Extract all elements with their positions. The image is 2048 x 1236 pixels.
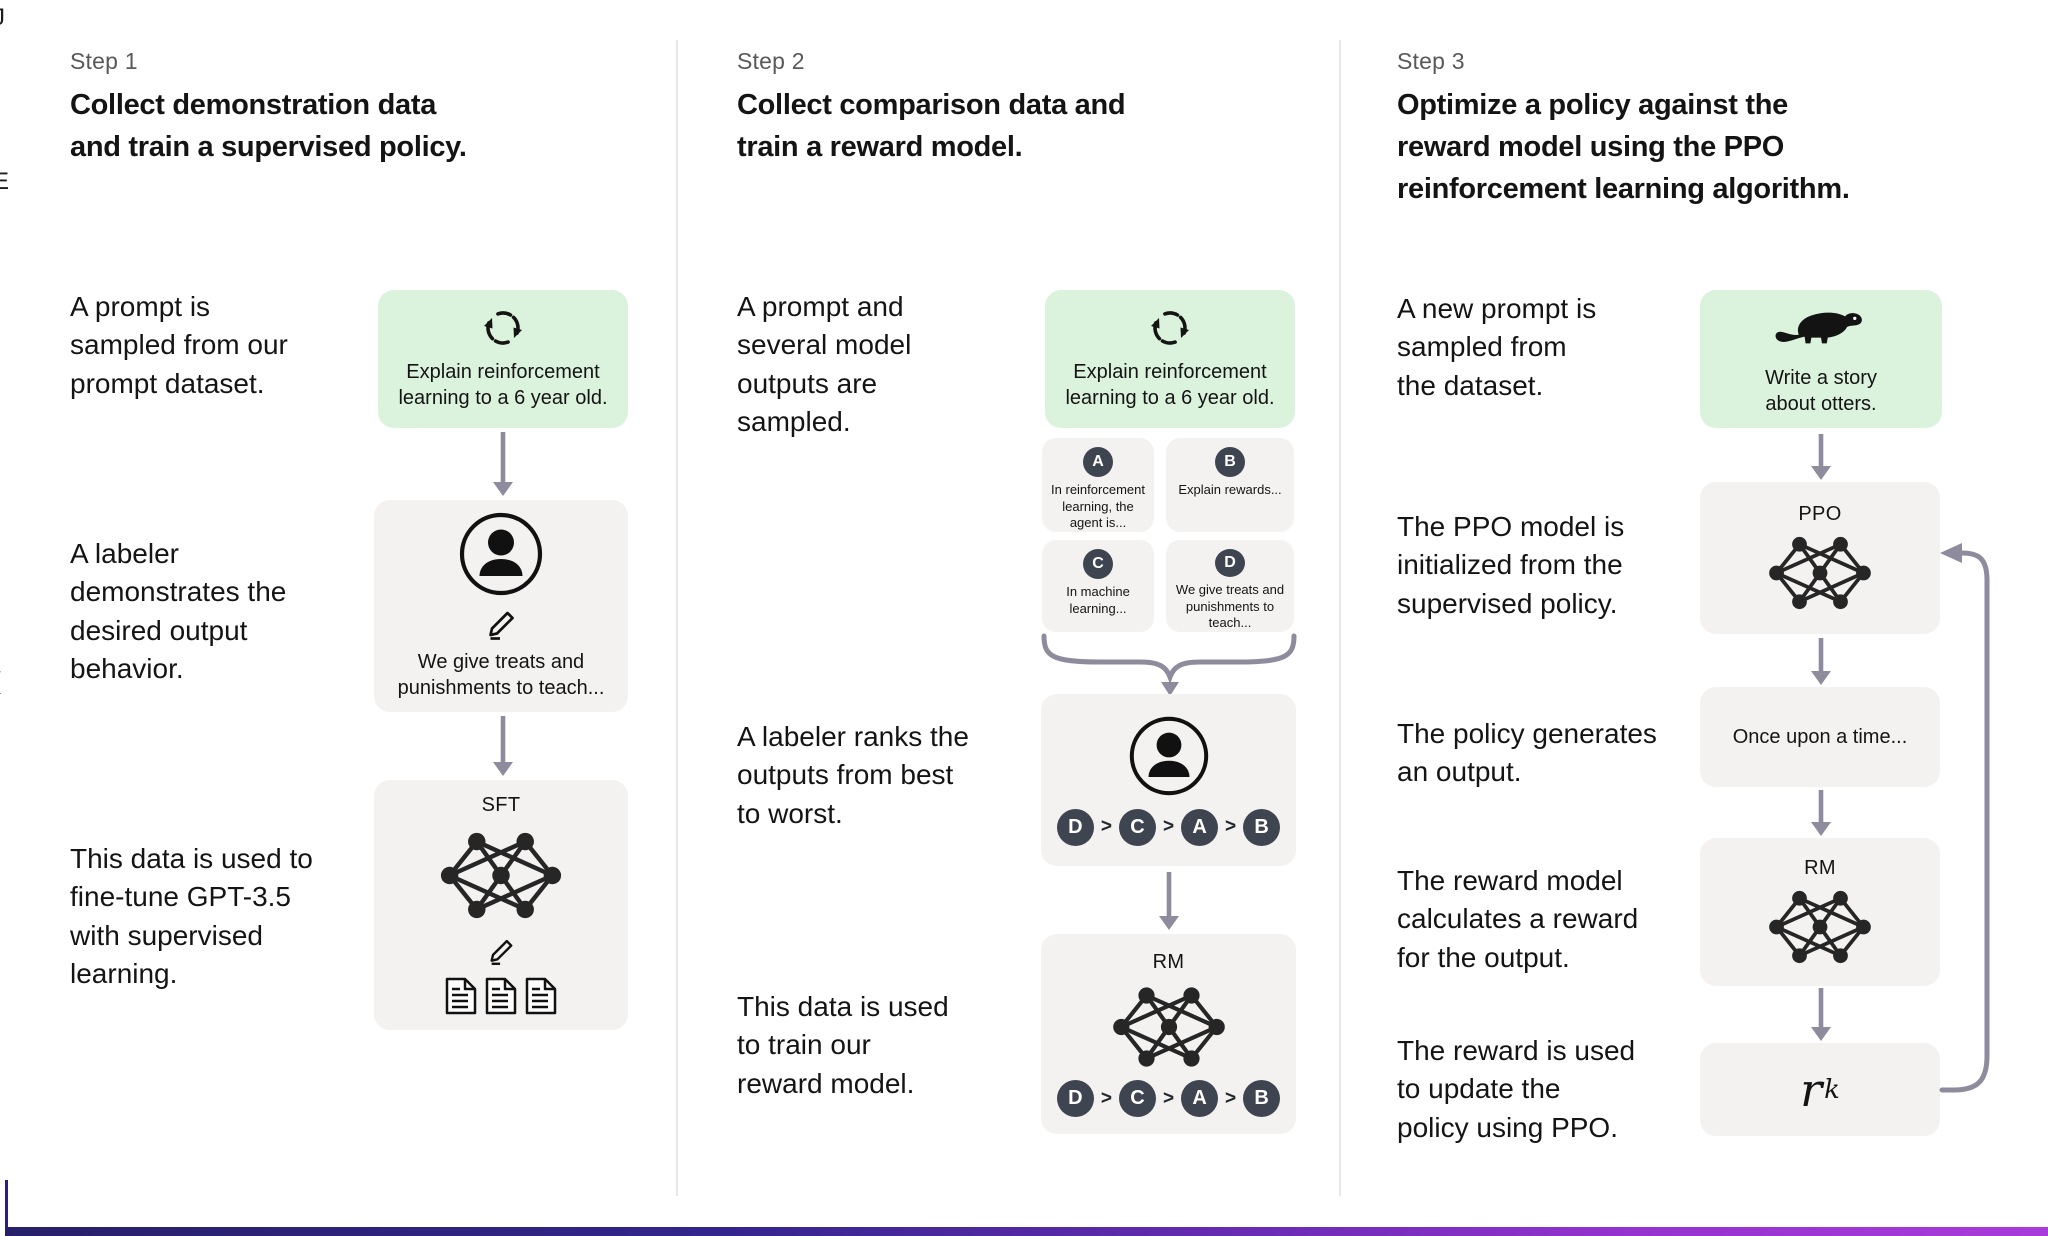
column-divider	[676, 40, 678, 1196]
document-icon	[445, 977, 477, 1015]
rank-badge: D	[1056, 808, 1094, 846]
step3-caption-update: The reward is used to update the policy …	[1397, 1035, 1636, 1143]
step1-label: Step 1	[70, 48, 138, 74]
rank-separator: >	[1100, 1087, 1112, 1109]
reward-symbol: r	[1800, 1062, 1823, 1117]
rank-separator: >	[1100, 816, 1112, 837]
step1-prompt-text: Explain reinforcement learning to a 6 ye…	[398, 360, 608, 409]
neural-network-icon	[1767, 888, 1873, 965]
answer-badge-b: B	[1215, 447, 1245, 477]
document-icon	[485, 977, 517, 1015]
step1-caption-prompt: A prompt is sampled from our prompt data…	[70, 291, 288, 399]
step3-caption-init: The PPO model is initialized from the su…	[1397, 511, 1625, 619]
step1-prompt-box: Explain reinforcement learning to a 6 ye…	[378, 290, 628, 428]
neural-network-icon	[1767, 534, 1873, 611]
step2-caption-train: This data is used to train our reward mo…	[737, 991, 949, 1099]
answer-text-b: Explain rewards...	[1178, 482, 1282, 497]
column-divider	[1339, 40, 1341, 1196]
step2-prompt-text: Explain reinforcement learning to a 6 ye…	[1065, 360, 1275, 409]
step2-title: Collect comparison data and train a rewa…	[737, 89, 1126, 164]
answer-text-c: In machine learning...	[1066, 584, 1130, 616]
answer-box-a: A In reinforcement learning, the agent i…	[1042, 438, 1154, 532]
step1-caption-labeler: A labeler demonstrates the desired outpu…	[70, 538, 287, 685]
rank-badge: B	[1243, 1080, 1281, 1117]
neural-network-icon	[438, 827, 564, 924]
step3-prompt-text: Write a story about otters.	[1765, 366, 1877, 415]
down-arrow-icon	[1811, 790, 1831, 836]
step3-output-box: Once upon a time...	[1700, 687, 1940, 787]
answer-badge-c: C	[1083, 549, 1113, 579]
step3-caption-reward: The reward model calculates a reward for…	[1397, 865, 1639, 973]
clipped-edge-fragment: E	[0, 168, 10, 195]
rm-label: RM	[1804, 856, 1836, 879]
step3-output-text: Once upon a time...	[1732, 725, 1908, 748]
answer-box-b: B Explain rewards...	[1166, 438, 1294, 532]
cycle-icon	[482, 310, 524, 345]
step3-rm-box: RM	[1700, 838, 1940, 986]
step1-demonstration-text: We give treats and punishments to teach.…	[397, 650, 605, 699]
step3-label: Step 3	[1397, 48, 1465, 74]
ranking-row: D > C > A > B	[1056, 808, 1281, 846]
window-left-edge	[5, 1180, 8, 1236]
answer-text-d: We give treats and punishments to teach.…	[1175, 582, 1285, 631]
step2-label: Step 2	[737, 48, 805, 74]
down-arrow-icon	[1811, 434, 1831, 480]
document-icon	[525, 977, 557, 1015]
labeler-person-icon	[458, 511, 544, 597]
brace-arrow-icon	[1041, 633, 1297, 696]
clipped-edge-fragment: (	[0, 668, 1, 696]
rank-badge: D	[1056, 1080, 1094, 1117]
step1-caption-finetune: This data is used to fine-tune GPT-3.5 w…	[70, 843, 313, 990]
down-arrow-icon	[1159, 872, 1179, 930]
answer-badge-a: A	[1083, 447, 1113, 477]
step2-labeler-rank-box: D > C > A > B	[1041, 694, 1296, 866]
step3-title: Optimize a policy against the reward mod…	[1397, 89, 1850, 206]
rank-badge: B	[1243, 808, 1281, 846]
pencil-icon	[489, 611, 514, 640]
neural-network-icon	[1110, 982, 1228, 1072]
step1-labeler-box: We give treats and punishments to teach.…	[374, 500, 628, 712]
down-arrow-icon	[493, 432, 513, 496]
clipped-edge-fragment: -	[0, 716, 1, 744]
step1-title: Collect demonstration data and train a s…	[70, 89, 467, 164]
footer-gradient-bar	[5, 1227, 2048, 1236]
step1-sft-box: SFT	[374, 780, 628, 1030]
answer-text-a: In reinforcement learning, the agent is.…	[1051, 482, 1145, 531]
rank-badge: A	[1181, 1080, 1219, 1117]
clipped-edge-fragment: J	[0, 4, 5, 32]
ppo-label: PPO	[1798, 502, 1842, 525]
step2-rm-box: RM D > C > A > B	[1041, 934, 1296, 1134]
labeler-person-icon	[1128, 715, 1210, 797]
reward-subscript: k	[1824, 1074, 1840, 1105]
cycle-icon	[1149, 310, 1191, 345]
step3-caption-output: The policy generates an output.	[1397, 718, 1657, 788]
rank-separator: >	[1225, 816, 1237, 837]
rank-separator: >	[1225, 1087, 1237, 1109]
rank-separator: >	[1162, 816, 1175, 837]
step3-ppo-box: PPO	[1700, 482, 1940, 634]
step2-caption-ranking: A labeler ranks the outputs from best to…	[737, 721, 969, 829]
answer-badge-d: D	[1215, 549, 1245, 578]
down-arrow-icon	[1811, 988, 1831, 1041]
sft-label: SFT	[481, 794, 521, 816]
pencil-icon	[490, 939, 513, 965]
step3-prompt-box: Write a story about otters.	[1700, 290, 1942, 428]
step3-caption-prompt: A new prompt is sampled from the dataset…	[1397, 293, 1597, 401]
down-arrow-icon	[1811, 638, 1831, 685]
documents-icon	[444, 976, 558, 1016]
down-arrow-icon	[493, 716, 513, 776]
rank-badge: C	[1118, 1080, 1156, 1117]
step2-prompt-box: Explain reinforcement learning to a 6 ye…	[1045, 290, 1295, 428]
otter-icon	[1775, 312, 1862, 344]
step2-caption-prompt: A prompt and several model outputs are s…	[737, 291, 912, 438]
rank-separator: >	[1162, 1087, 1175, 1109]
rank-badge: C	[1118, 808, 1156, 846]
rank-badge: A	[1181, 808, 1219, 846]
answer-box-c: C In machine learning...	[1042, 540, 1154, 632]
feedback-loop-arrow	[1939, 543, 1990, 1093]
answer-box-d: D We give treats and punishments to teac…	[1166, 540, 1294, 632]
rm-label: RM	[1152, 951, 1185, 973]
ranking-row: D > C > A > B	[1056, 1080, 1281, 1117]
